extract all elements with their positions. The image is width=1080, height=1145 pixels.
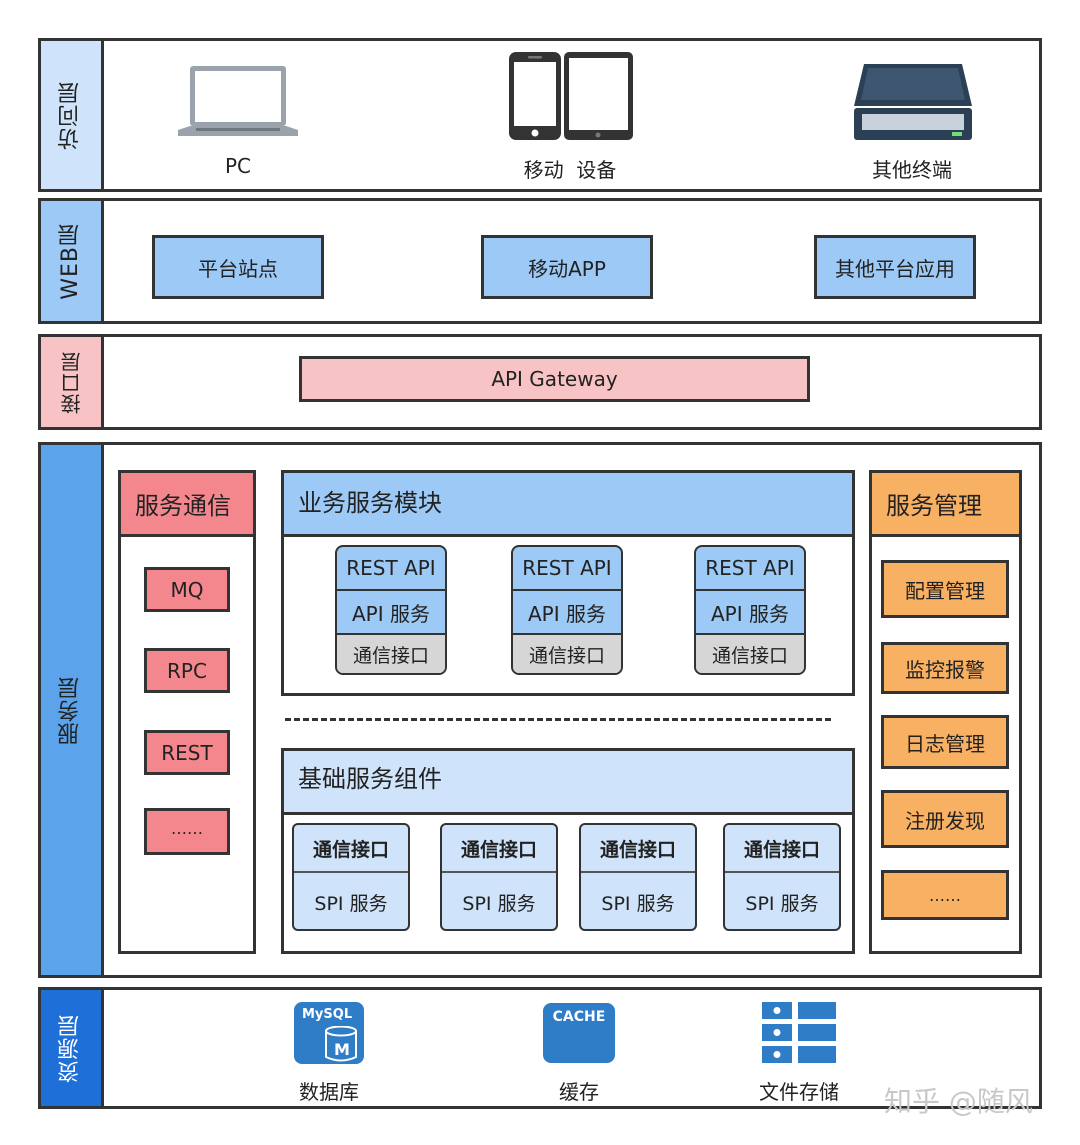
base-card-spi-service: SPI 服务: [601, 892, 675, 915]
access-item-other-label: 其他终端: [872, 158, 952, 182]
business-card-api-service: API 服务: [337, 591, 445, 635]
mgmt-item-more: ……: [881, 870, 1009, 920]
comm-item-rpc: RPC: [144, 648, 230, 693]
business-card-comm-interface: 通信接口: [513, 635, 621, 673]
resource-item-database-label: 数据库: [299, 1080, 359, 1104]
business-card-api-service: API 服务: [696, 591, 804, 635]
resource-layer: 资源层: [38, 987, 1042, 1109]
business-card-3: REST API API 服务 通信接口: [694, 545, 806, 675]
mobile-devices-icon: [509, 52, 633, 140]
comm-item-mq: MQ: [144, 567, 230, 612]
web-item-other-apps: 其他平台应用: [814, 235, 976, 299]
base-card-spi-service: SPI 服务: [462, 892, 536, 915]
base-component-panel: 基础服务组件: [281, 748, 855, 954]
resource-item-file-storage-label: 文件存储: [759, 1080, 839, 1104]
access-layer-label-box: 访问层: [41, 41, 104, 189]
mgmt-item-registry: 注册发现: [881, 790, 1009, 848]
business-card-rest-api: REST API: [337, 547, 445, 591]
mysql-database-icon: MySQL M: [294, 1002, 364, 1064]
interface-layer-label: 接口层: [59, 350, 84, 414]
business-card-comm-interface: 通信接口: [337, 635, 445, 673]
access-item-mobile-label: 移动 设备: [523, 158, 617, 182]
web-item-mobile-app: 移动APP: [481, 235, 653, 299]
mysql-icon-sub: M: [334, 1040, 350, 1059]
base-card-4: 通信接口 SPI 服务: [723, 823, 841, 931]
business-card-1: REST API API 服务 通信接口: [335, 545, 447, 675]
interface-layer-label-box: 接口层: [41, 337, 104, 427]
file-storage-icon: [762, 1002, 836, 1063]
base-card-comm-interface: 通信接口: [442, 825, 556, 873]
comm-item-rest: REST: [144, 730, 230, 775]
cache-icon-text: CACHE: [552, 1009, 606, 1025]
comm-item-more: ……: [144, 808, 230, 855]
base-card-comm-interface: 通信接口: [294, 825, 408, 873]
resource-layer-label: 资源层: [58, 1013, 83, 1083]
module-separator: [285, 718, 831, 721]
resource-item-cache-label: 缓存: [559, 1080, 599, 1104]
business-module-title: 业务服务模块: [284, 473, 852, 537]
base-card-comm-interface: 通信接口: [725, 825, 839, 873]
mgmt-item-monitor: 监控报警: [881, 642, 1009, 694]
business-card-api-service: API 服务: [513, 591, 621, 635]
service-communication-panel: 服务通信: [118, 470, 256, 954]
access-item-pc-label: PC: [224, 154, 252, 178]
mysql-icon-text: MySQL: [302, 1007, 353, 1022]
base-card-1: 通信接口 SPI 服务: [292, 823, 410, 931]
service-management-panel: 服务管理: [869, 470, 1022, 954]
business-card-rest-api: REST API: [696, 547, 804, 591]
access-layer-label: 访问层: [58, 80, 83, 150]
base-card-3: 通信接口 SPI 服务: [579, 823, 697, 931]
database-cylinder-icon: [325, 1026, 357, 1062]
service-layer-label-box: 服务层: [41, 445, 104, 975]
business-card-comm-interface: 通信接口: [696, 635, 804, 673]
web-item-platform-site: 平台站点: [152, 235, 324, 299]
business-card-2: REST API API 服务 通信接口: [511, 545, 623, 675]
resource-layer-label-box: 资源层: [41, 990, 104, 1106]
watermark: 知乎 @随风: [884, 1085, 1033, 1118]
base-card-spi-service: SPI 服务: [745, 892, 819, 915]
service-communication-title: 服务通信: [121, 473, 253, 537]
business-card-rest-api: REST API: [513, 547, 621, 591]
base-card-spi-service: SPI 服务: [314, 892, 388, 915]
base-component-title: 基础服务组件: [284, 751, 852, 815]
mgmt-item-config: 配置管理: [881, 560, 1009, 618]
scanner-icon: [854, 64, 972, 140]
web-layer-label: WEB层: [58, 222, 83, 300]
base-card-2: 通信接口 SPI 服务: [440, 823, 558, 931]
base-card-comm-interface: 通信接口: [581, 825, 695, 873]
business-module-panel: 业务服务模块: [281, 470, 855, 696]
web-layer-label-box: WEB层: [41, 201, 104, 321]
api-gateway: API Gateway: [299, 356, 810, 402]
service-management-title: 服务管理: [872, 473, 1019, 537]
laptop-icon: [178, 66, 298, 136]
mgmt-item-log: 日志管理: [881, 715, 1009, 769]
service-layer-label: 服务层: [58, 675, 83, 745]
cache-icon: CACHE: [543, 1003, 615, 1063]
